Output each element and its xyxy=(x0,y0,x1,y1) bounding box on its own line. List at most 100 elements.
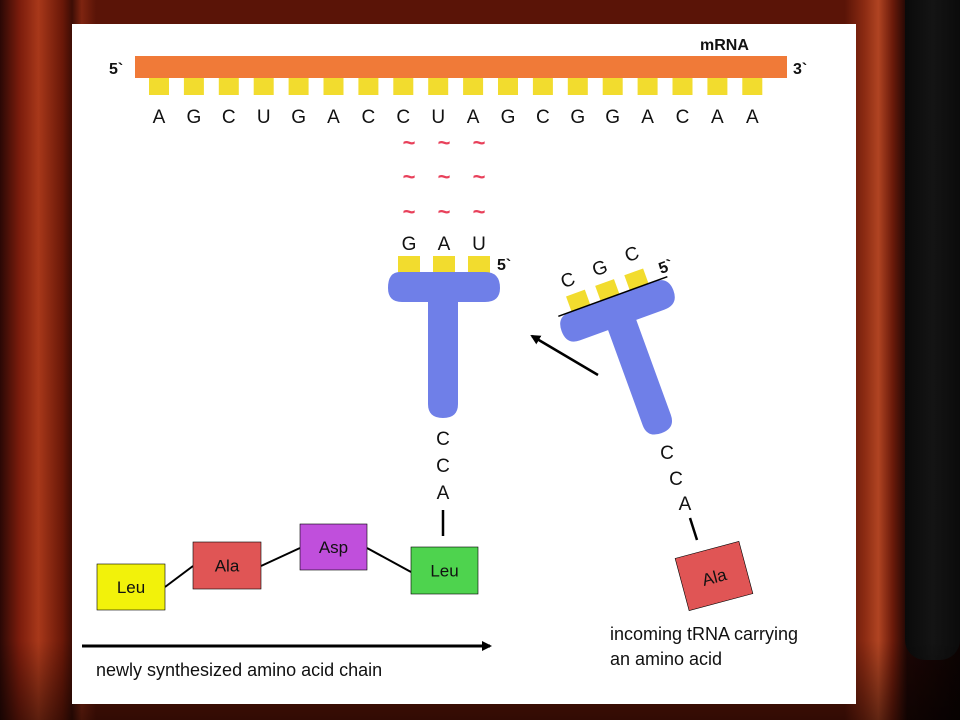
chain-caption: newly synthesized amino acid chain xyxy=(96,660,382,680)
mrna-base: A xyxy=(467,107,480,128)
mrna-base-tab xyxy=(288,75,309,95)
amino-acid-box xyxy=(96,563,166,611)
incoming-anticodon-base: C xyxy=(622,243,642,267)
mrna-base: C xyxy=(362,107,376,128)
mrna-base-tab xyxy=(637,75,658,95)
amino-acid-label: Ala xyxy=(215,557,240,576)
bound-anticodon-tab xyxy=(433,256,455,273)
amino-acid-3: Asp xyxy=(299,523,368,571)
bound-anticodon-tab xyxy=(398,256,420,273)
mrna-base-tab xyxy=(707,75,728,95)
pairing-symbol: ~ xyxy=(403,130,416,155)
mrna-base: U xyxy=(257,107,271,128)
mrna-base: G xyxy=(570,107,585,128)
mrna-base-tab xyxy=(393,75,414,95)
amino-acid-label: Asp xyxy=(319,538,348,557)
codon-anticodon-pairing: ~ ~ ~ ~ ~ ~ ~ ~ ~ xyxy=(403,130,486,224)
mrna-base: G xyxy=(605,107,620,128)
mrna-base: A xyxy=(746,107,759,128)
mrna-base: A xyxy=(641,107,654,128)
mrna-strand xyxy=(135,56,787,78)
mrna-base-tab xyxy=(358,75,379,95)
pairing-symbol: ~ xyxy=(473,164,486,189)
incoming-acceptor-base: C xyxy=(660,443,674,464)
incoming-amino-acid: Ala xyxy=(674,541,754,611)
amino-acid-box xyxy=(192,541,262,590)
incoming-caption-line1: incoming tRNA carrying xyxy=(610,624,798,644)
mrna-base: C xyxy=(222,107,236,128)
amino-acid-2: Ala xyxy=(192,541,262,590)
mrna-base-tab xyxy=(742,75,763,95)
incoming-anticodon-base: C xyxy=(558,269,578,293)
mrna-label: mRNA xyxy=(700,37,749,54)
incoming-amino-acid-box xyxy=(674,541,754,611)
mrna-base-tab xyxy=(149,75,169,95)
incoming-acceptor-base: C xyxy=(669,469,683,490)
incoming-trna-acceptor: CCA xyxy=(660,443,692,515)
mrna-base: G xyxy=(501,107,516,128)
pairing-symbol: ~ xyxy=(438,199,451,224)
amino-acid-box xyxy=(299,523,368,571)
incoming-anticodon-base: G xyxy=(590,256,611,281)
mrna-base-tab xyxy=(532,75,553,95)
mrna-base-tab xyxy=(253,75,274,95)
mrna-base: G xyxy=(187,107,202,128)
incoming-trna-body xyxy=(560,280,675,435)
mrna-base: G xyxy=(291,107,306,128)
pairing-symbol: ~ xyxy=(403,199,416,224)
pairing-symbol: ~ xyxy=(473,130,486,155)
mrna-base: U xyxy=(431,107,445,128)
mrna-base-tabs xyxy=(149,75,763,95)
amino-acid-1: Leu xyxy=(96,563,166,611)
mrna-five-prime-label: 5` xyxy=(109,61,123,78)
mrna-base-tab xyxy=(218,75,239,95)
bound-anticodon-base: U xyxy=(472,234,486,255)
mrna-base-tab xyxy=(498,75,518,95)
mrna-base: A xyxy=(153,107,166,128)
bound-anticodon-base: G xyxy=(402,234,417,255)
mrna-base: A xyxy=(711,107,724,128)
mrna-base-tab xyxy=(672,75,693,95)
pairing-symbol: ~ xyxy=(438,164,451,189)
mrna-base: C xyxy=(676,107,690,128)
amino-acid-box xyxy=(410,546,479,595)
incoming-trna-link xyxy=(688,517,699,541)
bound-trna-five-prime-label: 5` xyxy=(497,257,511,274)
bound-acceptor-base: A xyxy=(437,483,450,504)
trna-incoming xyxy=(558,268,675,435)
mrna-base-tab xyxy=(602,75,623,95)
right-curtain-shadow xyxy=(905,0,960,660)
bound-acceptor-base: C xyxy=(436,456,450,477)
amino-acid-label: Leu xyxy=(430,562,458,581)
incoming-caption-line2: an amino acid xyxy=(610,649,722,669)
bound-anticodon-tab xyxy=(468,256,490,273)
pairing-symbol: ~ xyxy=(473,199,486,224)
mrna-base: A xyxy=(327,107,340,128)
bound-trna-body xyxy=(388,272,500,418)
amino-acid-label: Leu xyxy=(117,578,145,597)
mrna-three-prime-label: 3` xyxy=(793,61,807,78)
incoming-trna-five-prime-label: 5` xyxy=(657,257,676,278)
incoming-acceptor-base: A xyxy=(679,494,692,515)
mrna-base-tab xyxy=(323,75,344,95)
bound-trna-acceptor: CCA xyxy=(436,429,450,504)
bound-anticodon-tabs xyxy=(398,256,490,273)
mrna-base-tab xyxy=(567,75,588,95)
amino-acid-4: Leu xyxy=(410,546,479,595)
bound-anticodon-base: A xyxy=(438,234,451,255)
incoming-direction-arrow xyxy=(530,334,599,377)
mrna-base-tab xyxy=(428,75,449,95)
pairing-symbol: ~ xyxy=(403,164,416,189)
mrna-base-tab xyxy=(183,75,204,95)
pairing-symbol: ~ xyxy=(438,130,451,155)
bound-acceptor-base: C xyxy=(436,429,450,450)
mrna-base-tab xyxy=(463,75,484,95)
